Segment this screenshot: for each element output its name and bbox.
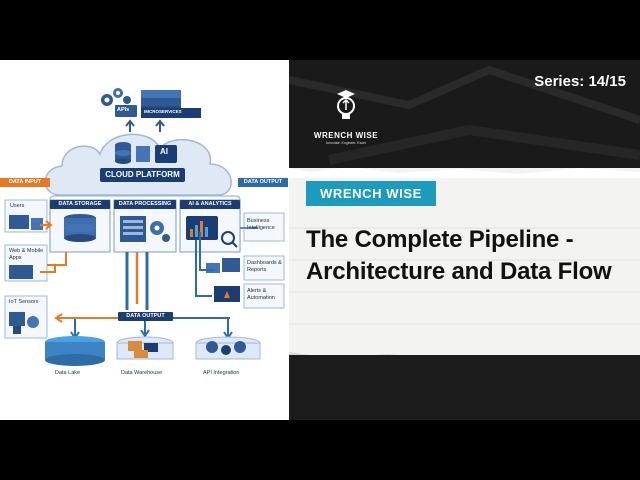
brand-badge: WRENCH WISE xyxy=(306,181,436,206)
iot-sensor-icon xyxy=(9,312,39,334)
gears-icon xyxy=(101,88,131,106)
data-lake-label: Data Lake xyxy=(55,370,81,376)
web-mobile-label: Web & Mobile Apps xyxy=(9,248,44,261)
cloud-icon xyxy=(44,133,232,196)
ai-tag: AI xyxy=(160,147,168,156)
microservices-label: MICROSERVICES xyxy=(144,109,182,114)
data-lake-icon xyxy=(45,336,105,366)
business-intelligence-label: Business Intelligence xyxy=(247,218,275,231)
apis-icon xyxy=(115,105,137,117)
ai-analytics-header: AI & ANALYTICS xyxy=(180,200,240,209)
users-devices-icon xyxy=(9,215,43,230)
thumbnail-frame: APIs MICROSERVICES AI CLOUD PLATFORM DAT… xyxy=(0,60,640,420)
api-integration-label: API Integration xyxy=(203,370,240,376)
storage-database-icon xyxy=(64,214,96,242)
data-output-right-tag: DATA OUTPUT xyxy=(238,178,288,187)
dashboard-icon xyxy=(206,258,240,273)
data-input-tag: DATA INPUT xyxy=(0,178,50,187)
alerts-label: Alerts & Automation xyxy=(247,288,275,301)
iot-sensors-label: IoT Sensors xyxy=(9,299,39,305)
title-panel: Series: 14/15 WRENCH WISE Innovate. Engi… xyxy=(289,60,640,420)
wrench-bulb-icon xyxy=(337,90,355,119)
series-label: Series: 14/15 xyxy=(534,73,626,90)
server-icon xyxy=(136,146,150,162)
brand-logo: WRENCH WISE Innovate. Engineer. Excel xyxy=(307,88,385,145)
users-label: Users xyxy=(10,203,25,209)
dark-texture-bottom xyxy=(289,355,640,420)
data-processing-header: DATA PROCESSING xyxy=(114,200,176,209)
data-warehouse-label: Data Warehouse xyxy=(121,370,163,376)
data-storage-header: DATA STORAGE xyxy=(50,200,110,209)
cloud-platform-label: CLOUD PLATFORM xyxy=(100,168,185,182)
logo-name: WRENCH WISE xyxy=(313,131,379,140)
architecture-diagram: APIs MICROSERVICES AI CLOUD PLATFORM DAT… xyxy=(0,60,289,420)
alert-icon xyxy=(214,286,240,302)
analytics-chart-icon xyxy=(186,216,238,248)
logo-tagline: Innovate. Engineer. Excel xyxy=(326,141,366,145)
apis-label: APIs xyxy=(117,107,130,113)
data-warehouse-icon xyxy=(116,336,174,360)
dashboards-label: Dashboards & Reports xyxy=(247,260,282,273)
processing-server-icon xyxy=(120,216,170,242)
web-app-icon xyxy=(9,265,33,279)
api-integration-icon xyxy=(195,336,261,360)
database-icon xyxy=(115,142,131,164)
data-output-bottom-tag: DATA OUTPUT xyxy=(118,312,173,321)
video-title: The Complete Pipeline - Architecture and… xyxy=(306,226,612,285)
